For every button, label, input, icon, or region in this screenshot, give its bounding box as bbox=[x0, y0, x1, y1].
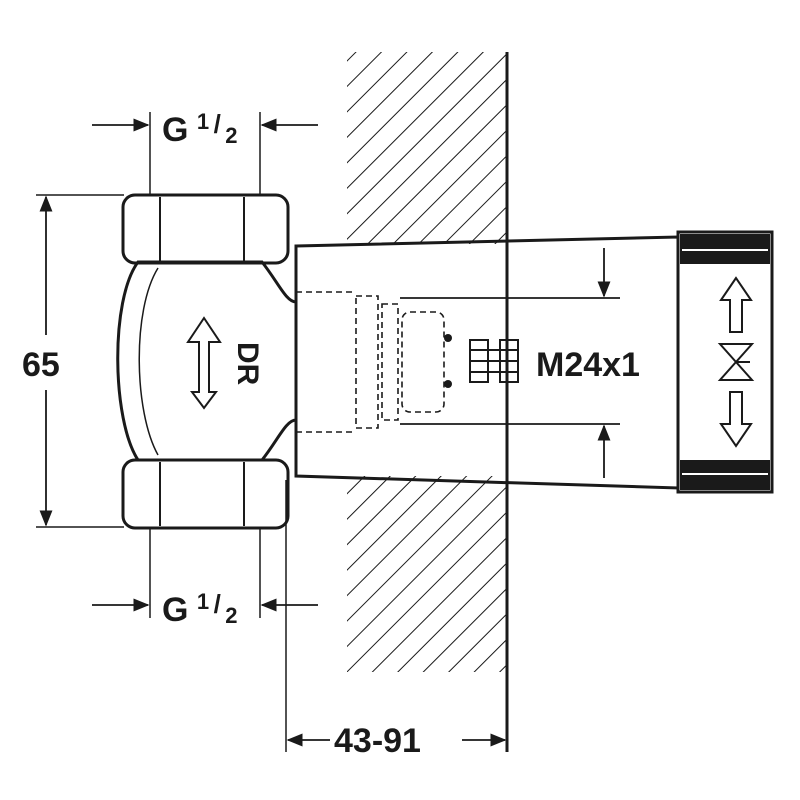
spindle-thread-label: M24x1 bbox=[536, 346, 640, 384]
top-thread-label-base: G bbox=[162, 111, 188, 149]
top-thread-label-sup: 1 bbox=[197, 109, 209, 134]
top-thread-label-slash: / bbox=[214, 109, 221, 139]
top-thread-label-sub: 2 bbox=[225, 123, 237, 148]
end-cap-valve-symbol-icon bbox=[717, 343, 755, 381]
top-thread-dimension: G 1 / 2 bbox=[92, 109, 318, 196]
flow-label: DR bbox=[231, 342, 264, 386]
end-cap-up-arrow-icon bbox=[719, 276, 753, 333]
end-cap-down-arrow-icon bbox=[719, 391, 753, 448]
valve-housing: M24x1 bbox=[294, 235, 680, 490]
height-label: 65 bbox=[22, 346, 60, 384]
wall-upper-hatch bbox=[347, 52, 507, 244]
thread-symbol-icon bbox=[469, 339, 519, 383]
top-thread-label: G 1 / 2 bbox=[162, 109, 238, 149]
seat-point-upper bbox=[444, 334, 452, 342]
bottom-thread-label-sub: 2 bbox=[225, 603, 237, 628]
wall-section bbox=[347, 52, 509, 752]
bottom-thread-label: G 1 / 2 bbox=[162, 589, 238, 629]
valve-body-contour-left bbox=[138, 267, 159, 456]
bottom-thread-dimension: G 1 / 2 bbox=[92, 528, 318, 629]
height-dimension: 65 bbox=[22, 194, 124, 528]
valve-body: DR bbox=[116, 193, 298, 530]
install-depth-label: 43-91 bbox=[334, 722, 421, 760]
bottom-hex-nut bbox=[121, 458, 290, 530]
flow-direction-arrow-icon bbox=[186, 316, 222, 410]
wall-lower-hatch bbox=[347, 476, 507, 672]
bottom-thread-label-slash: / bbox=[214, 589, 221, 619]
seat-point-lower bbox=[444, 380, 452, 388]
valve-end-cap bbox=[676, 230, 774, 494]
bottom-thread-label-sup: 1 bbox=[197, 589, 209, 614]
top-hex-nut bbox=[121, 193, 290, 265]
end-cap-body bbox=[676, 230, 774, 494]
valve-body-waist bbox=[116, 260, 298, 462]
hidden-internal-lines bbox=[296, 291, 445, 433]
bottom-thread-label-base: G bbox=[162, 591, 188, 629]
install-depth-dimension: 43-91 bbox=[285, 480, 507, 760]
